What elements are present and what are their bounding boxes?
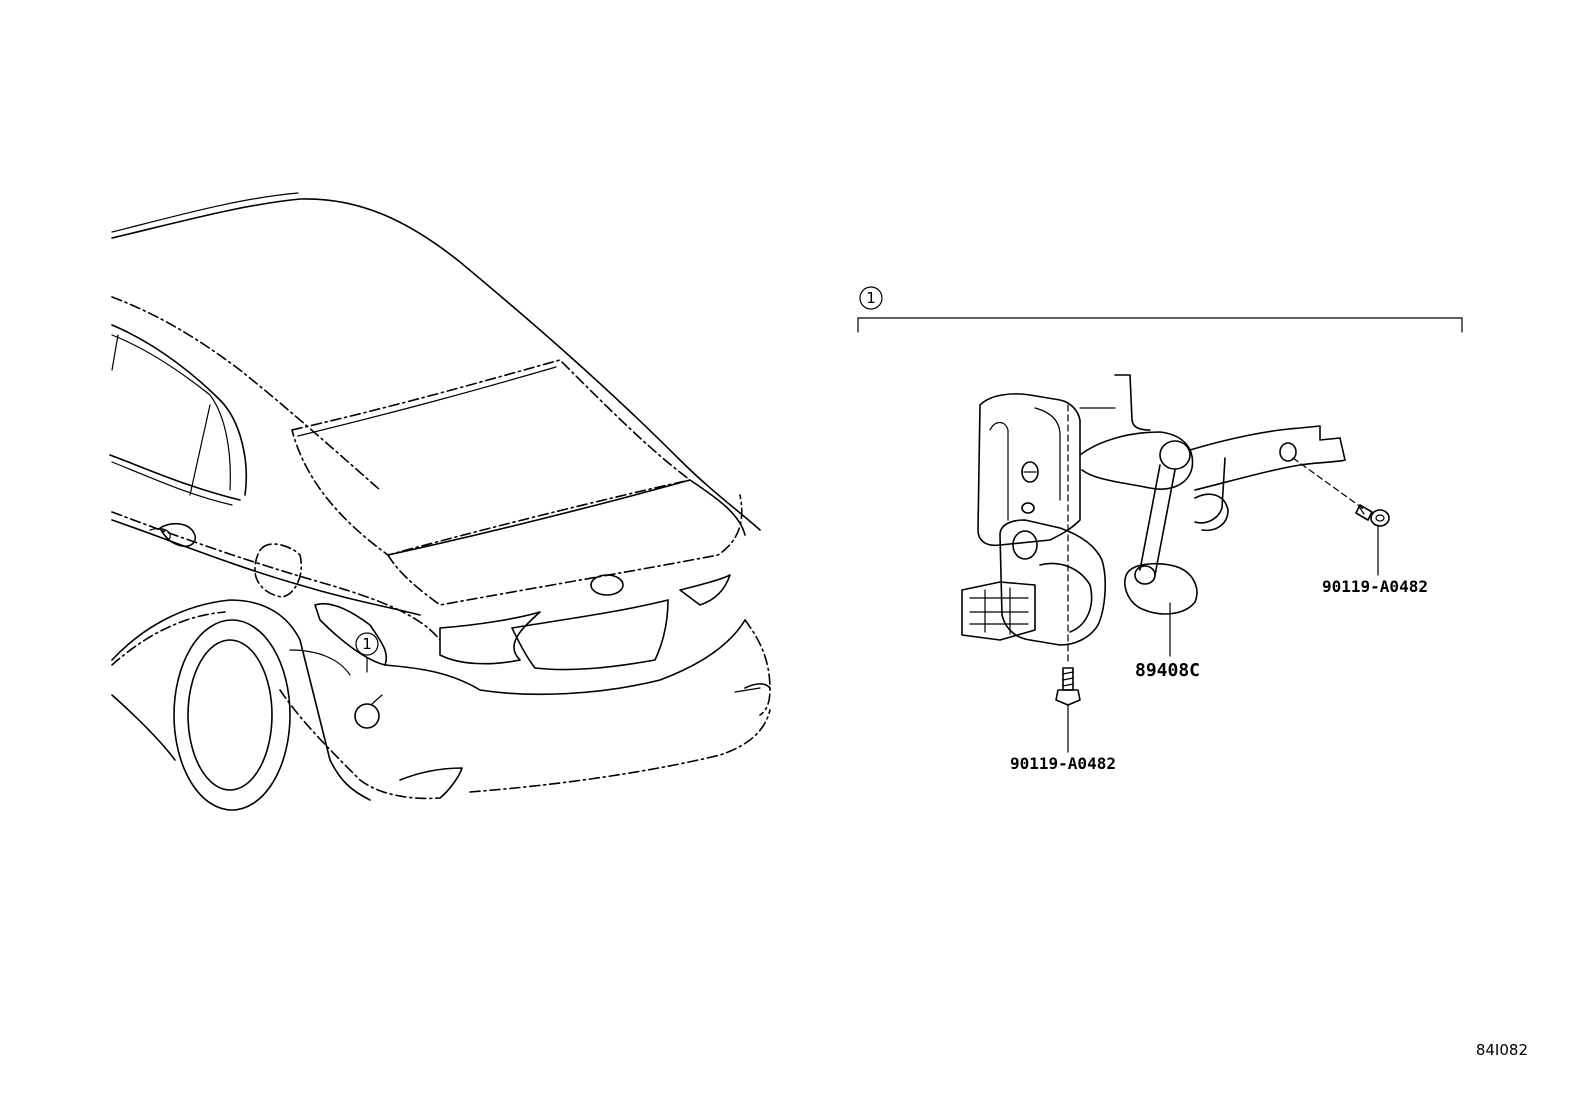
- svg-text:1: 1: [362, 635, 372, 653]
- part-label-main: 89408C: [1135, 660, 1200, 681]
- assembly-bracket: 1: [857, 286, 1463, 333]
- callout-marker-vehicle: 1: [355, 632, 379, 656]
- illustration-id: 84I082: [1476, 1041, 1528, 1059]
- part-label-bolt-bottom: 90119-A0482: [1010, 754, 1116, 773]
- car-rear-outline-icon: [109, 192, 771, 811]
- bolt-icon: [1055, 504, 1390, 706]
- svg-text:1: 1: [866, 289, 876, 307]
- leader-lines: [1067, 404, 1379, 753]
- part-label-bolt-right: 90119-A0482: [1322, 577, 1428, 596]
- height-sensor-icon: [961, 374, 1346, 646]
